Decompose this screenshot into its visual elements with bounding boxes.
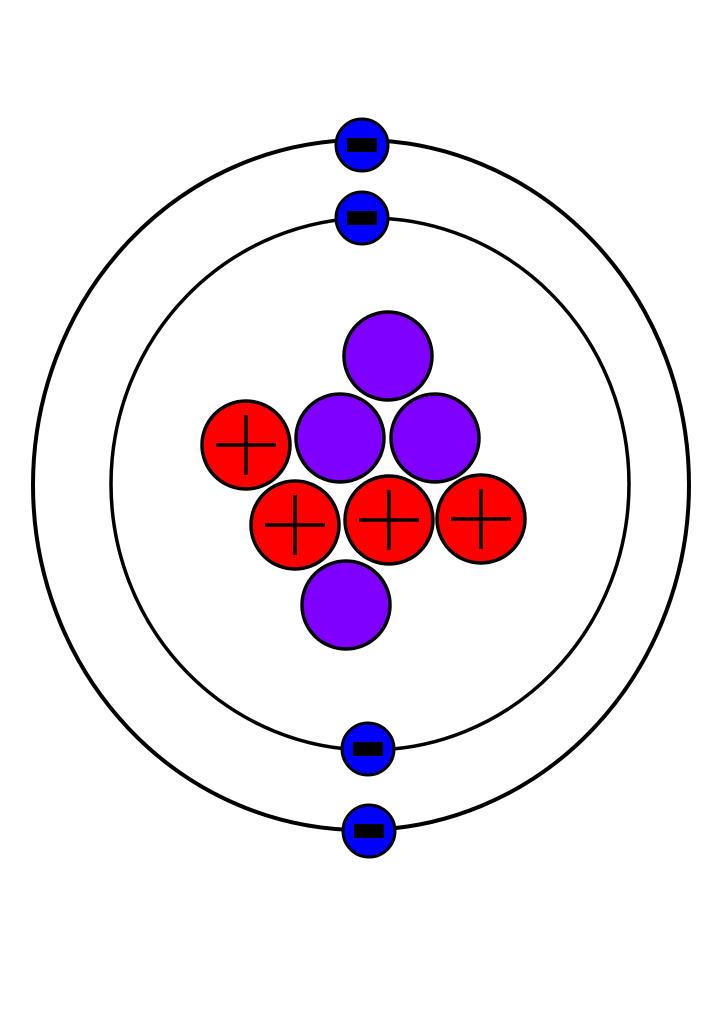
electrons: [334, 117, 397, 859]
nucleus: [200, 310, 527, 651]
minus-icon: [354, 824, 384, 838]
neutron: [389, 392, 481, 484]
plus-icon: [265, 495, 325, 555]
neutron: [294, 392, 386, 484]
plus-icon: [451, 489, 511, 549]
proton: [343, 474, 435, 566]
minus-icon: [347, 138, 377, 152]
minus-icon: [347, 211, 377, 225]
plus-icon: [359, 490, 419, 550]
plus-icon: [216, 415, 276, 475]
electron: [341, 803, 397, 859]
neutron: [342, 310, 434, 402]
electron: [334, 190, 390, 246]
proton: [249, 479, 341, 571]
neutron: [300, 559, 392, 651]
minus-icon: [353, 742, 383, 756]
electron: [334, 117, 390, 173]
proton: [200, 399, 292, 491]
electron: [340, 721, 396, 777]
proton: [435, 473, 527, 565]
